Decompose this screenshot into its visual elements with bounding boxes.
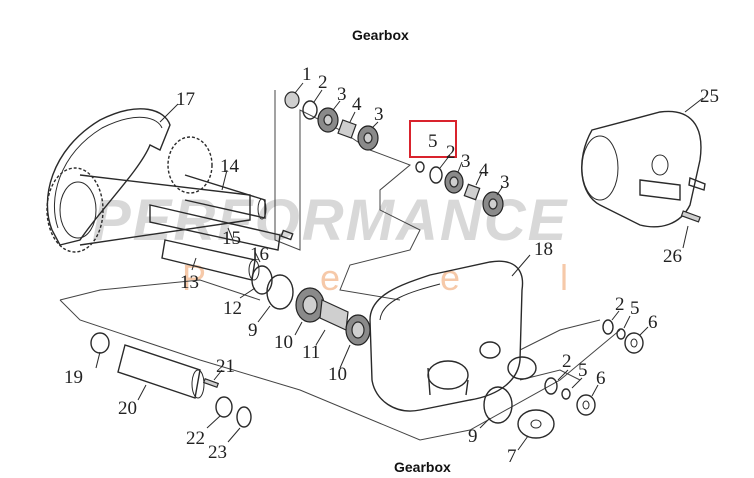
callout-3: 3 xyxy=(500,172,510,193)
callout-7: 7 xyxy=(507,446,517,467)
callout-11: 11 xyxy=(302,342,320,363)
assembly-outline xyxy=(59,279,621,441)
shaft-part xyxy=(149,204,281,251)
gearbox-housing-part xyxy=(369,260,537,412)
watermark-letter: e xyxy=(440,257,460,298)
gasket-cover-inner xyxy=(53,116,163,229)
clip-part xyxy=(602,319,614,335)
callout-15: 15 xyxy=(222,228,241,249)
seal-inner xyxy=(630,338,638,348)
callout-14: 14 xyxy=(220,156,240,177)
thrust-washer-part xyxy=(517,409,555,439)
callout-20: 20 xyxy=(118,398,137,419)
callout-3: 3 xyxy=(461,151,471,172)
callout-13: 13 xyxy=(180,272,199,293)
washer-part xyxy=(415,161,425,173)
leader-lines xyxy=(95,82,704,451)
circlip-part xyxy=(236,406,252,428)
highlight-box xyxy=(409,120,457,158)
seal-inner xyxy=(582,400,590,410)
callout-2: 2 xyxy=(318,72,328,93)
circlip-part xyxy=(266,274,294,310)
callout-2: 2 xyxy=(562,351,572,372)
callout-19: 19 xyxy=(64,367,83,388)
callout-9: 9 xyxy=(248,320,258,341)
bearing-inner xyxy=(323,114,333,126)
clip-part xyxy=(544,377,558,395)
callout-18: 18 xyxy=(534,239,553,260)
gear-cluster-part xyxy=(46,136,267,253)
clip-part xyxy=(302,100,318,120)
callout-5-highlighted: 5 xyxy=(428,131,438,152)
callout-17: 17 xyxy=(176,89,195,110)
gasket-cover-part xyxy=(46,108,171,246)
splined-coupler-end xyxy=(191,369,205,399)
callout-26: 26 xyxy=(663,246,682,267)
washer-part xyxy=(561,388,571,400)
callout-23: 23 xyxy=(208,442,227,463)
key-part xyxy=(680,210,701,223)
callout-2: 2 xyxy=(615,294,625,315)
callout-5: 5 xyxy=(630,298,640,319)
assembly-outline xyxy=(519,319,601,381)
washer-part xyxy=(90,332,110,354)
callout-2: 2 xyxy=(446,142,456,163)
cover-part xyxy=(581,110,706,228)
watermark-letter: e xyxy=(320,257,340,298)
bearing-inner xyxy=(488,198,498,210)
splined-coupler-part xyxy=(117,344,201,399)
ring-part xyxy=(215,396,233,418)
callout-21: 21 xyxy=(216,356,235,377)
bearing-inner xyxy=(302,295,318,315)
thrust-washer-inner xyxy=(530,419,542,429)
assembly-outline xyxy=(274,90,421,301)
seal-part xyxy=(576,394,596,416)
spacer-part xyxy=(319,299,349,331)
output-shaft-end xyxy=(248,259,260,281)
diagram-title-top: Gearbox xyxy=(352,27,409,43)
diagram-title-bottom: Gearbox xyxy=(394,459,451,475)
spacer-part xyxy=(463,183,481,201)
callout-6: 6 xyxy=(596,368,606,389)
callout-4: 4 xyxy=(479,160,489,181)
seal-part xyxy=(284,91,300,109)
callout-10: 10 xyxy=(274,332,293,353)
callout-1: 1 xyxy=(302,64,312,85)
callout-9: 9 xyxy=(468,426,478,447)
ring-part xyxy=(251,265,273,295)
callout-12: 12 xyxy=(223,298,242,319)
callout-4: 4 xyxy=(352,94,362,115)
spacer-part xyxy=(337,119,357,139)
callout-25: 25 xyxy=(700,86,719,107)
bearing-inner xyxy=(363,132,373,144)
shaft-pin-part xyxy=(280,229,294,241)
clip-part xyxy=(429,166,443,184)
callout-16: 16 xyxy=(250,244,269,265)
seal-part xyxy=(624,332,644,354)
callout-6: 6 xyxy=(648,312,658,333)
circlip-part xyxy=(483,386,513,424)
callout-3: 3 xyxy=(337,84,347,105)
watermark-letter: l xyxy=(560,257,568,298)
pin-part xyxy=(202,377,220,389)
bearing-inner xyxy=(351,321,365,339)
bearing-inner xyxy=(449,176,459,188)
callout-22: 22 xyxy=(186,428,205,449)
callout-5: 5 xyxy=(578,360,588,381)
callout-10: 10 xyxy=(328,364,347,385)
washer-part xyxy=(616,328,626,340)
callout-3: 3 xyxy=(374,104,384,125)
